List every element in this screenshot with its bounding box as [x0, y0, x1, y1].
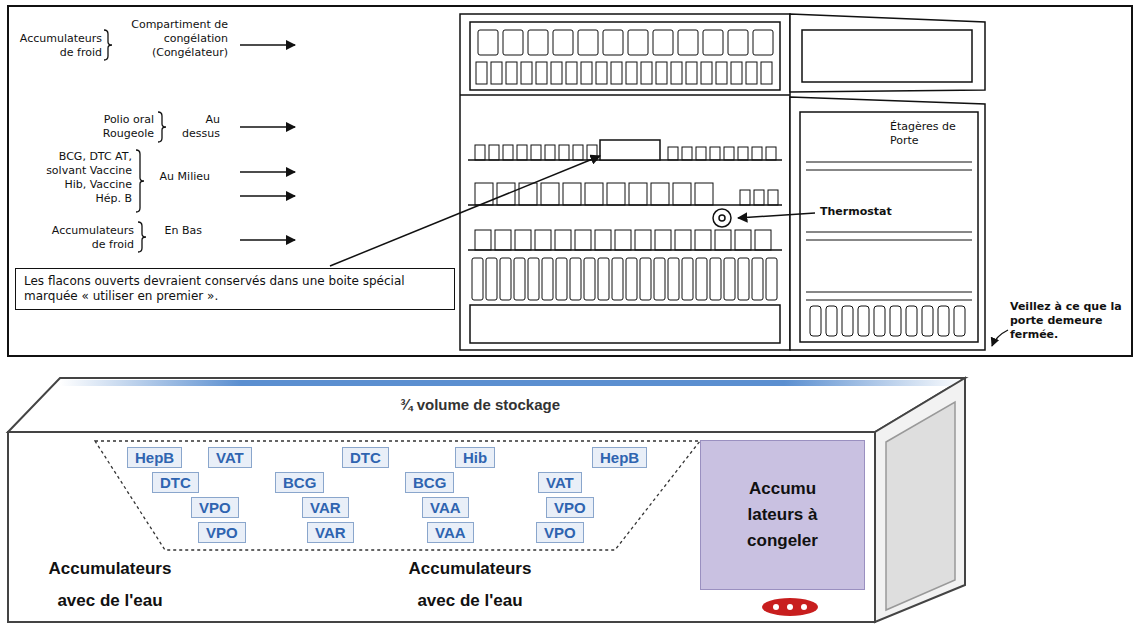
box-text: DTC	[350, 448, 381, 467]
part-label: BCG, DTC AT, solvant Vaccine Hib, Vaccin…	[40, 150, 132, 206]
vaccine-box: VPO	[536, 522, 584, 543]
position-label: En Bas	[152, 224, 202, 238]
vaccine-box: HepB	[592, 447, 647, 468]
box-text: VPO	[554, 498, 586, 517]
box-text: VPO	[206, 523, 238, 542]
thermostat-label: Thermostat	[820, 205, 900, 219]
vaccine-box: BCG	[275, 472, 324, 493]
vaccine-box: VAR	[307, 522, 354, 543]
box-text: HepB	[135, 448, 174, 467]
vaccine-box: Hib	[455, 447, 495, 468]
position-label: Au Milieu	[150, 170, 210, 184]
box-text: Accumu lateurs à congeler	[739, 476, 826, 554]
position-label: Au dessus	[170, 113, 220, 141]
leader-line	[330, 156, 600, 266]
box-text: DTC	[160, 473, 191, 492]
thermostat-pointer	[738, 213, 815, 218]
ice-pack-label: Accumulateurs avec de l'eau	[390, 553, 550, 617]
volume-label: ¾ volume de stockage	[330, 396, 630, 414]
panel-frame	[8, 6, 1132, 356]
brace	[138, 222, 146, 252]
box-text: Les flacons ouverts devraient conservés …	[24, 274, 446, 304]
fridge-door	[790, 14, 985, 350]
refrigerator	[460, 14, 790, 350]
brace	[136, 150, 144, 212]
door-label: Étagères de Porte	[890, 120, 968, 148]
brace	[158, 112, 166, 142]
box-text: VAR	[315, 523, 346, 542]
box-text: HepB	[600, 448, 639, 467]
ice-pack-label: Accumulateurs avec de l'eau	[30, 553, 190, 617]
box-text: VAA	[435, 523, 466, 542]
vaccine-box: VAR	[302, 497, 349, 518]
vaccine-box: VPO	[546, 497, 594, 518]
door-shelves	[806, 162, 972, 336]
box-text: VAR	[310, 498, 341, 517]
door-pointer	[992, 330, 1008, 346]
part-label: Accumulateurs de froid	[10, 32, 102, 60]
box-text: VPO	[199, 498, 231, 517]
compartment-label: Compartiment de congélation (Congélateur…	[116, 18, 228, 60]
vaccine-box: DTC	[342, 447, 389, 468]
box-text: VAA	[430, 498, 461, 517]
vaccine-box: VAT	[538, 472, 582, 493]
vaccine-box: VAA	[422, 497, 469, 518]
chest-refrigerator	[8, 378, 965, 622]
part-label: Accumulateurs de froid	[36, 224, 134, 252]
vaccine-box: VAT	[208, 447, 252, 468]
box-text: Hib	[463, 448, 487, 467]
pointer-arrows	[240, 45, 295, 240]
vaccine-box: VPO	[198, 522, 246, 543]
brackets	[104, 30, 166, 252]
freezer-pack-zone: Accumu lateurs à congeler	[700, 440, 865, 590]
vaccine-box: BCG	[405, 472, 454, 493]
box-text: BCG	[413, 473, 446, 492]
box-text: VPO	[544, 523, 576, 542]
box-text: BCG	[283, 473, 316, 492]
vaccine-box: VAA	[427, 522, 474, 543]
brace	[104, 30, 112, 60]
fridge-contents	[472, 30, 778, 300]
vaccine-box: DTC	[152, 472, 199, 493]
vaccine-box: VPO	[191, 497, 239, 518]
note-box: Les flacons ouverts devraient conservés …	[15, 268, 455, 310]
vaccine-box: HepB	[127, 447, 182, 468]
box-text: VAT	[546, 473, 574, 492]
note-label: Veillez à ce que la porte demeure fermée…	[1010, 300, 1126, 342]
box-text: VAT	[216, 448, 244, 467]
part-label: Polio oral Rougeole	[70, 113, 154, 141]
